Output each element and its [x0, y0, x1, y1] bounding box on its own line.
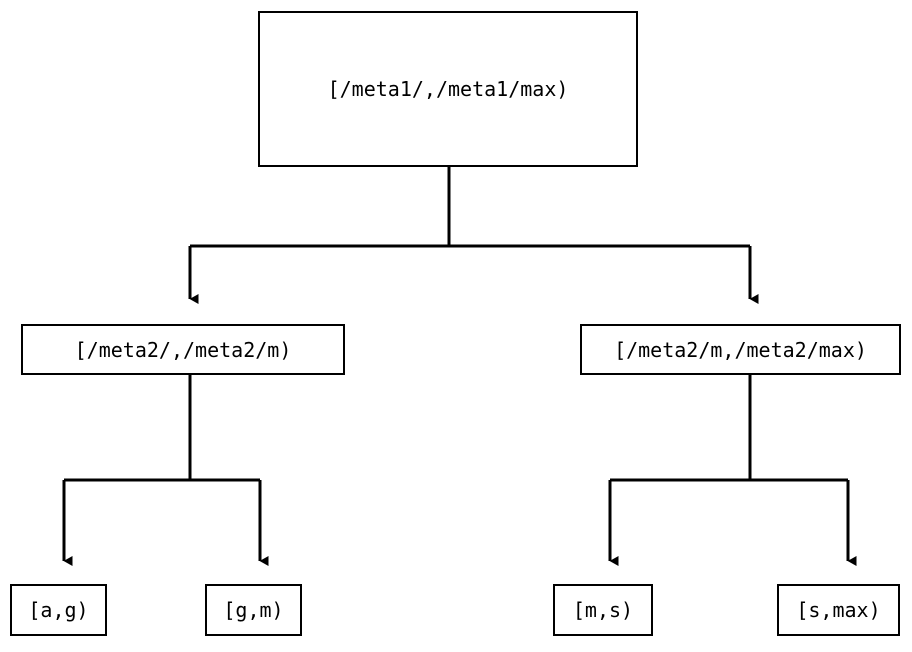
node-mid-right[interactable]: [/meta2/m,/meta2/max)	[580, 324, 901, 375]
node-mid-left[interactable]: [/meta2/,/meta2/m)	[21, 324, 345, 375]
edge-root-to-mid-level	[188, 167, 759, 304]
node-leaf-a-g[interactable]: [a,g)	[10, 584, 107, 636]
node-leaf-g-m[interactable]: [g,m)	[205, 584, 302, 636]
edge-mid-left-to-leaves	[62, 375, 269, 566]
node-leaf-m-s[interactable]: [m,s)	[553, 584, 653, 636]
node-leaf-s-max[interactable]: [s,max)	[777, 584, 900, 636]
node-root[interactable]: [/meta1/,/meta1/max)	[258, 11, 638, 167]
edge-mid-right-to-leaves	[608, 375, 857, 566]
